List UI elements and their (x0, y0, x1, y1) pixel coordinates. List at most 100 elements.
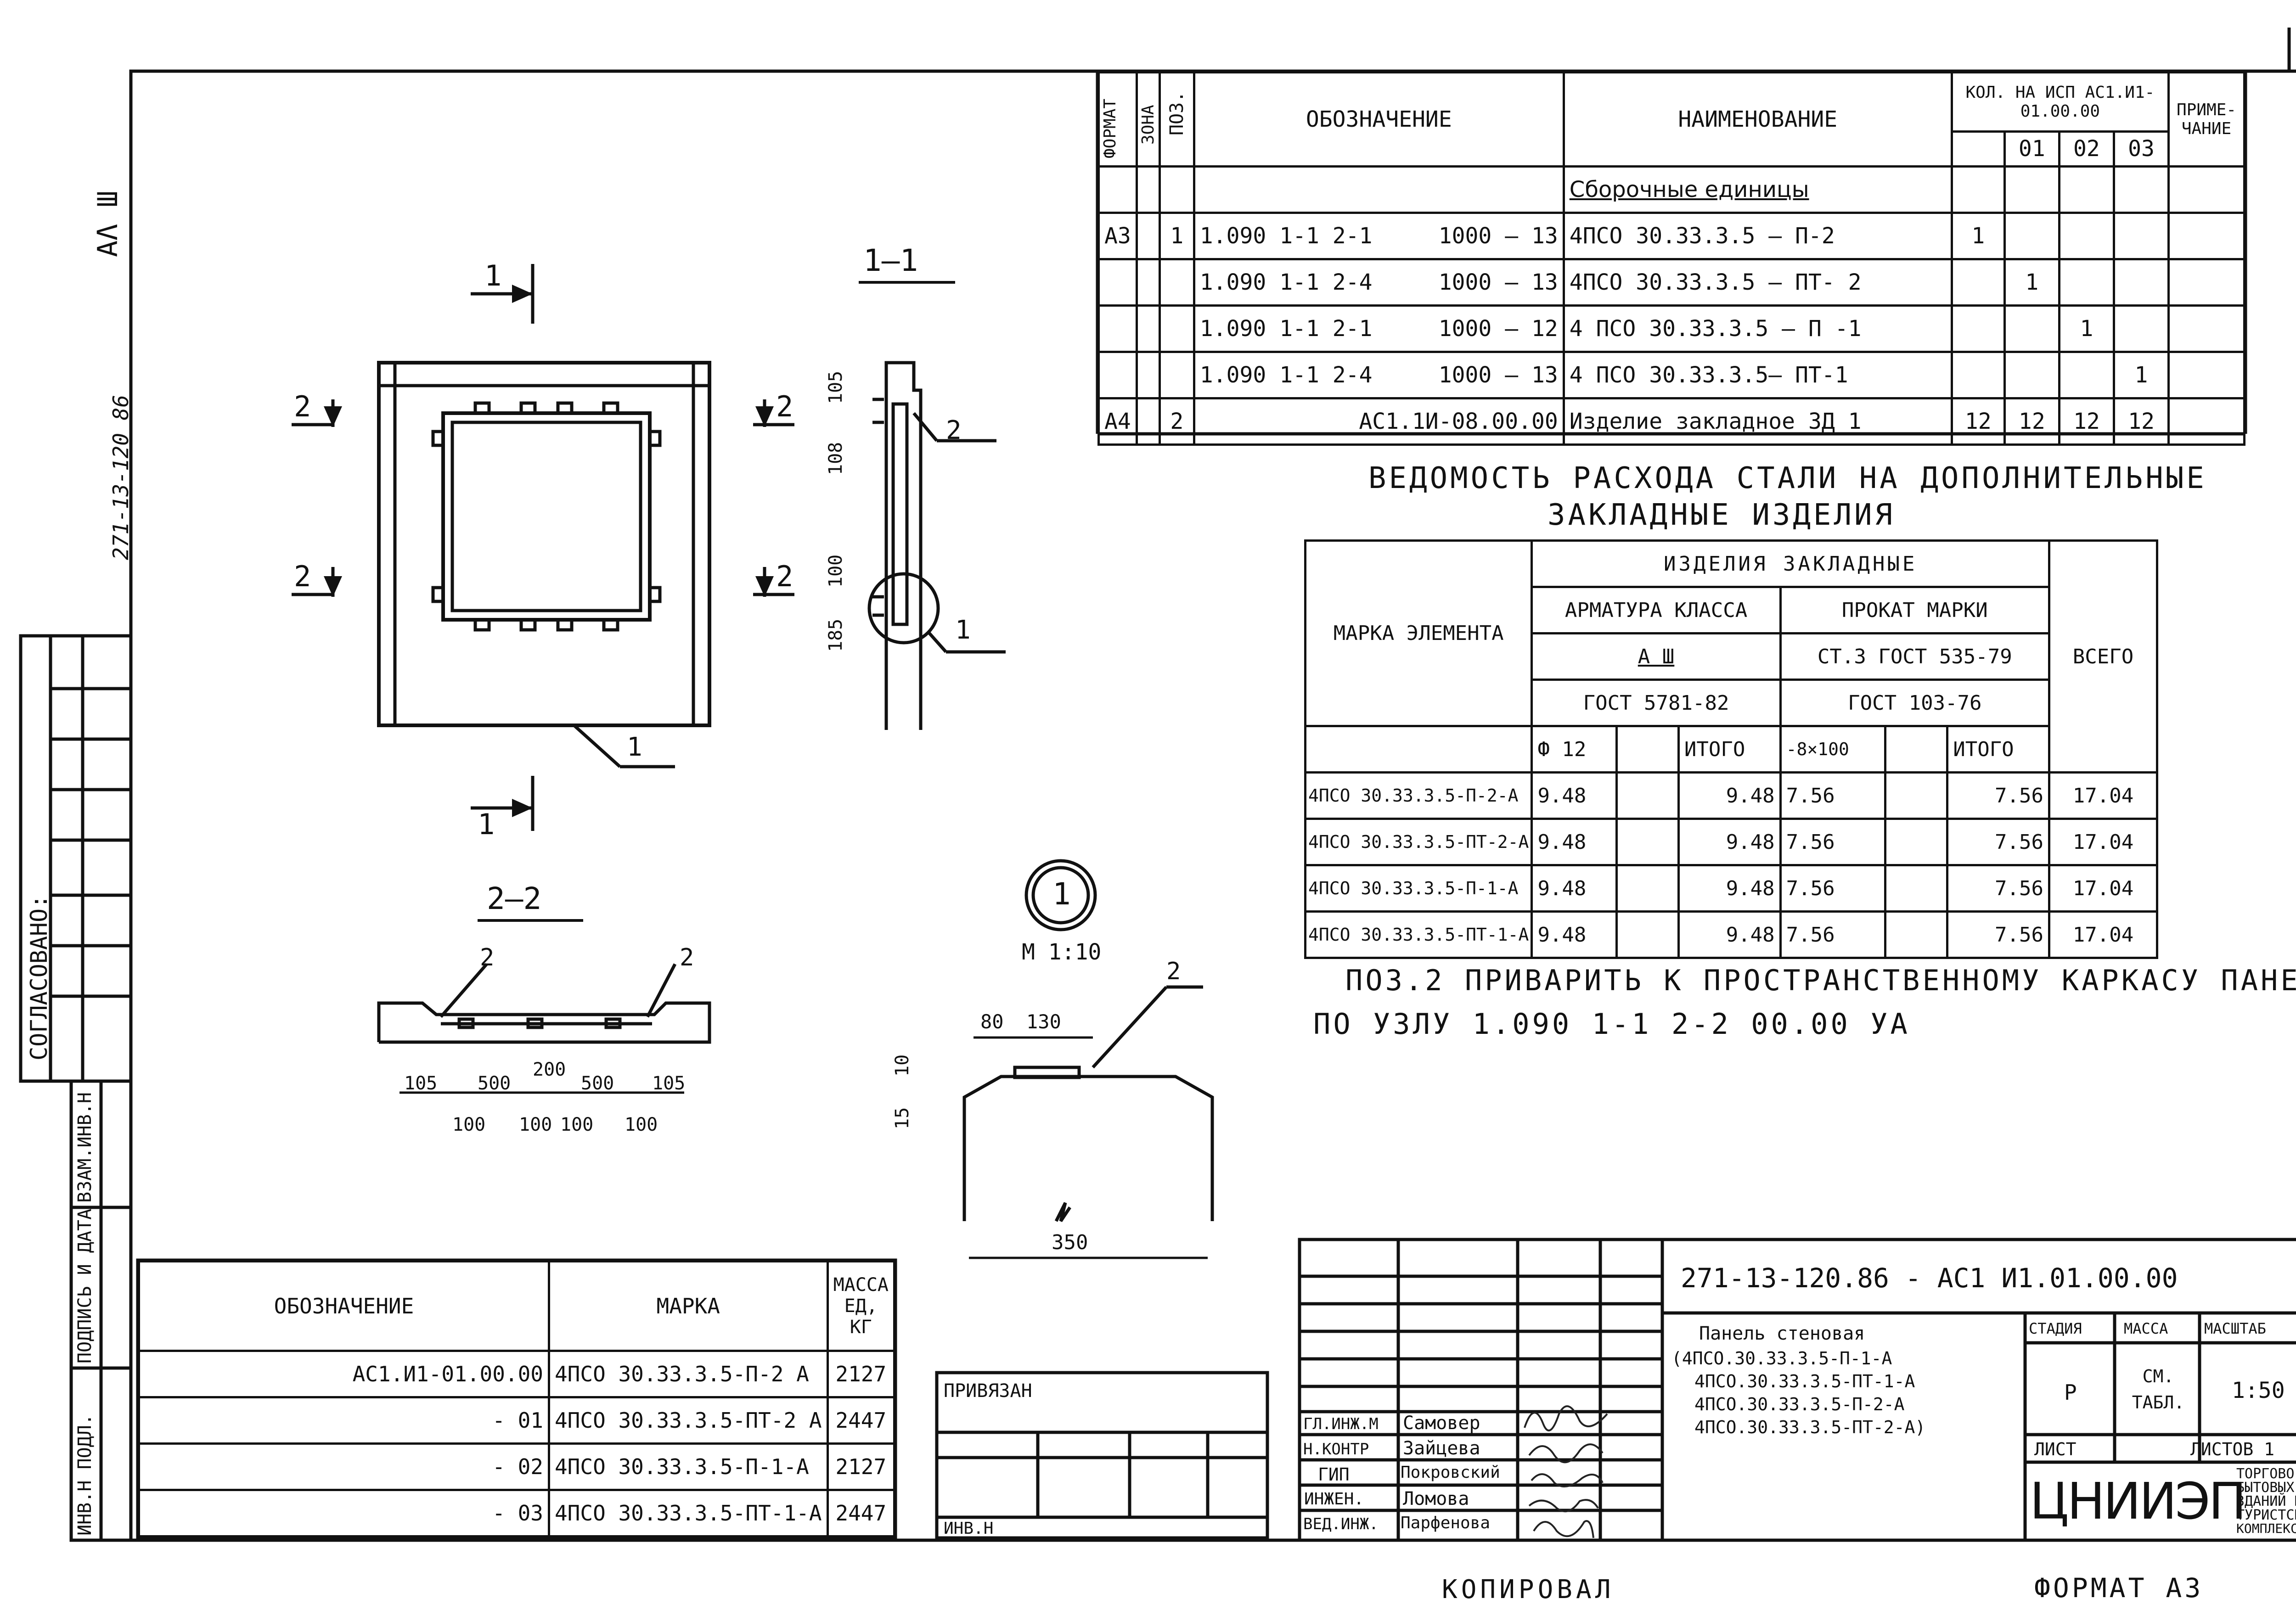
tb-role: ГИП (1318, 1464, 1350, 1485)
spec-cell-q1 (2003, 212, 2060, 260)
spec-row: 1.090 1-1 2-4 1000 – 13 4 ПСО 30.33.3.5– … (1097, 351, 2245, 399)
tb-code: 271-13-120.86 - АС1 И1.01.00.00 (1681, 1262, 2178, 1294)
tb-person-2: Зайцева (1403, 1438, 1480, 1459)
marks-cell-designation: АС1.И1-01.00.00 (138, 1350, 550, 1398)
callout-pos2-sec11: 2 (946, 415, 962, 445)
steel-cell: 7.56 (1779, 771, 1887, 820)
cut-label-2-lb: 2 (294, 560, 311, 593)
spec-designation-text: 1.090 1-1 2-1 (1199, 223, 1373, 249)
steel-cell: 9.48 (1677, 910, 1782, 959)
callout-pos2-node: 2 (1166, 958, 1181, 985)
steel-cell: 7.56 (1946, 818, 2050, 866)
dim-105-left: 105 (404, 1073, 438, 1094)
spec-cell-name: 4ПСО 30.33.3.5 – ПТ- 2 (1562, 258, 1953, 307)
steel-cell: 9.48 (1531, 910, 1618, 959)
steel-cell (1884, 771, 1949, 820)
marks-h-mass: МАССА ЕД, КГ (826, 1260, 896, 1352)
inv-replace-label: ВЗАМ.ИНВ.Н (74, 1092, 96, 1203)
dim-100-c: 100 (560, 1114, 594, 1135)
steel-row: 4ПСО 30.33.3.5-ПТ-2-А 9.48 9.48 7.56 7.5… (1304, 818, 2158, 866)
tb-org-logo: ЦНИИЭП (2030, 1472, 2246, 1531)
spec-cell-q2 (2058, 212, 2115, 260)
dim-500-left: 500 (478, 1073, 511, 1094)
dim-108: 108 (825, 442, 846, 475)
tb-person-5: Парфенова (1401, 1514, 1491, 1532)
steel-cell (1884, 864, 1949, 913)
tb-org-sub-4: ТУРИСТСКИХ (2236, 1507, 2296, 1523)
steel-cell: 7.56 (1946, 864, 2050, 913)
callout-pos2-sec22-r: 2 (680, 944, 694, 971)
callout-pos1-plan: 1 (627, 732, 642, 762)
copied-label: КОПИРОВАЛ (1442, 1575, 1615, 1604)
steel-cell: 9.48 (1677, 864, 1782, 913)
spec-cell-q2: 12 (2058, 397, 2115, 446)
marks-table: ОБОЗНАЧЕНИЕ МАРКА МАССА ЕД, КГ АС1.И1-01… (138, 1260, 896, 1537)
marks-row: - 01 4ПСО 30.33.3.5-ПТ-2 А 2447 (138, 1396, 896, 1445)
tb-sheets-h: ЛИСТОВ 1 (2190, 1439, 2275, 1459)
steel-h-prokat-gost: ГОСТ 103-76 (1779, 679, 2051, 727)
cut-label-2-rb: 2 (776, 560, 793, 593)
dim-100-b: 100 (519, 1114, 552, 1135)
steel-cell: 7.56 (1779, 910, 1887, 959)
spec-cell-pos: 2 (1158, 397, 1195, 446)
spec-designation-text: 1.090 1-1 2-4 (1199, 362, 1373, 388)
spec-h-pos: ПОЗ. (1166, 91, 1187, 135)
steel-sub-cell (1884, 725, 1949, 774)
spec-cell-q1 (2003, 304, 2060, 353)
tb-role: Н.КОНТР (1303, 1440, 1369, 1458)
spec-cell-name: 4 ПСО 30.33.3.5– ПТ-1 (1562, 351, 1953, 399)
doc-code-vertical: 271-13-120 86 (108, 394, 133, 560)
spec-cell-q3: 1 (2112, 351, 2170, 399)
dim-100-side: 100 (825, 554, 846, 588)
cut-label-2-rt: 2 (776, 390, 793, 423)
steel-title-1: ВЕДОМОСТЬ РАСХОДА СТАЛИ НА ДОПОЛНИТЕЛЬНЫ… (1368, 461, 2207, 495)
tb-name-2: (4ПСО.30.33.3.5-П-1-А (1671, 1348, 1892, 1369)
steel-cell: 17.04 (2048, 864, 2158, 913)
note-line-1: Поз.2 приварить к пространственному карк… (1345, 964, 2296, 997)
dim-100-d: 100 (625, 1114, 658, 1135)
steel-cell-mark: 4ПСО 30.33.3.5-ПТ-2-А (1304, 818, 1533, 866)
dim-10: 10 (892, 1054, 913, 1077)
steel-h-arm-grade: А Ш (1531, 632, 1782, 681)
steel-cell-mark: 4ПСО 30.33.3.5-П-2-А (1304, 771, 1533, 820)
spec-cell-q0 (1950, 351, 2006, 399)
tb-stage-h: СТАДИЯ (2029, 1320, 2082, 1337)
steel-h-arm-gost: ГОСТ 5781-82 (1531, 679, 1782, 727)
spec-cell-name: 4 ПСО 30.33.3.5 – П -1 (1562, 304, 1953, 353)
steel-cell: 9.48 (1531, 818, 1618, 866)
steel-table: МАРКА ЭЛЕМЕНТА ИЗДЕЛИЯ ЗАКЛАДНЫЕ ВСЕГО А… (1304, 539, 2158, 959)
note-line-2: по узлу 1.090 1-1 2-2 00.00 УА (1313, 1007, 1910, 1041)
spec-code-text: 1000 – 13 (1438, 223, 1558, 249)
dim-200: 200 (533, 1059, 566, 1080)
tb-stage: Р (2064, 1380, 2077, 1405)
format-label: ФОРМАТ А3 (2034, 1572, 2204, 1604)
marks-cell-mark: 4ПСО 30.33.3.5-ПТ-1-А (547, 1489, 829, 1537)
spec-cell-pos (1158, 258, 1195, 307)
steel-sub-cell (1615, 725, 1680, 774)
node-scale: М 1:10 (1022, 939, 1102, 965)
tb-name-4: 4ПСО.30.33.3.5-П-2-А (1694, 1394, 1905, 1414)
spec-cell-format (1097, 351, 1138, 399)
spec-cell-name: 4ПСО 30.33.3.5 – П-2 (1562, 212, 1953, 260)
dim-350: 350 (1052, 1231, 1088, 1254)
marks-row: - 03 4ПСО 30.33.3.5-ПТ-1-А 2447 (138, 1489, 896, 1537)
spec-designation-text: 1.090 1-1 2-1 (1199, 316, 1373, 342)
dim-15: 15 (892, 1107, 913, 1129)
section-2-2-title: 2–2 (487, 881, 542, 916)
spec-cell-q1 (2003, 351, 2060, 399)
spec-cell-q2: 1 (2058, 304, 2115, 353)
panel-plan (377, 361, 711, 727)
spec-code-text: 1000 – 13 (1438, 362, 1558, 388)
spec-cell-designation: АС1.1И-08.00.00 (1193, 397, 1565, 446)
spec-cell-q3 (2112, 304, 2170, 353)
marks-cell-mass: 2127 (826, 1442, 896, 1491)
steel-sub-cell: -8×100 (1779, 725, 1887, 774)
spec-h-name: НАИМЕНОВАНИЕ (1562, 71, 1953, 168)
tb-roles-3: ГИП (1318, 1466, 1350, 1483)
spec-code-text: АС1.1И-08.00.00 (1359, 409, 1558, 434)
steel-cell: 7.56 (1946, 910, 2050, 959)
inv-orig-label: ИНВ.Н ПОДЛ. (74, 1414, 96, 1536)
spec-cell-q0: 1 (1950, 212, 2006, 260)
